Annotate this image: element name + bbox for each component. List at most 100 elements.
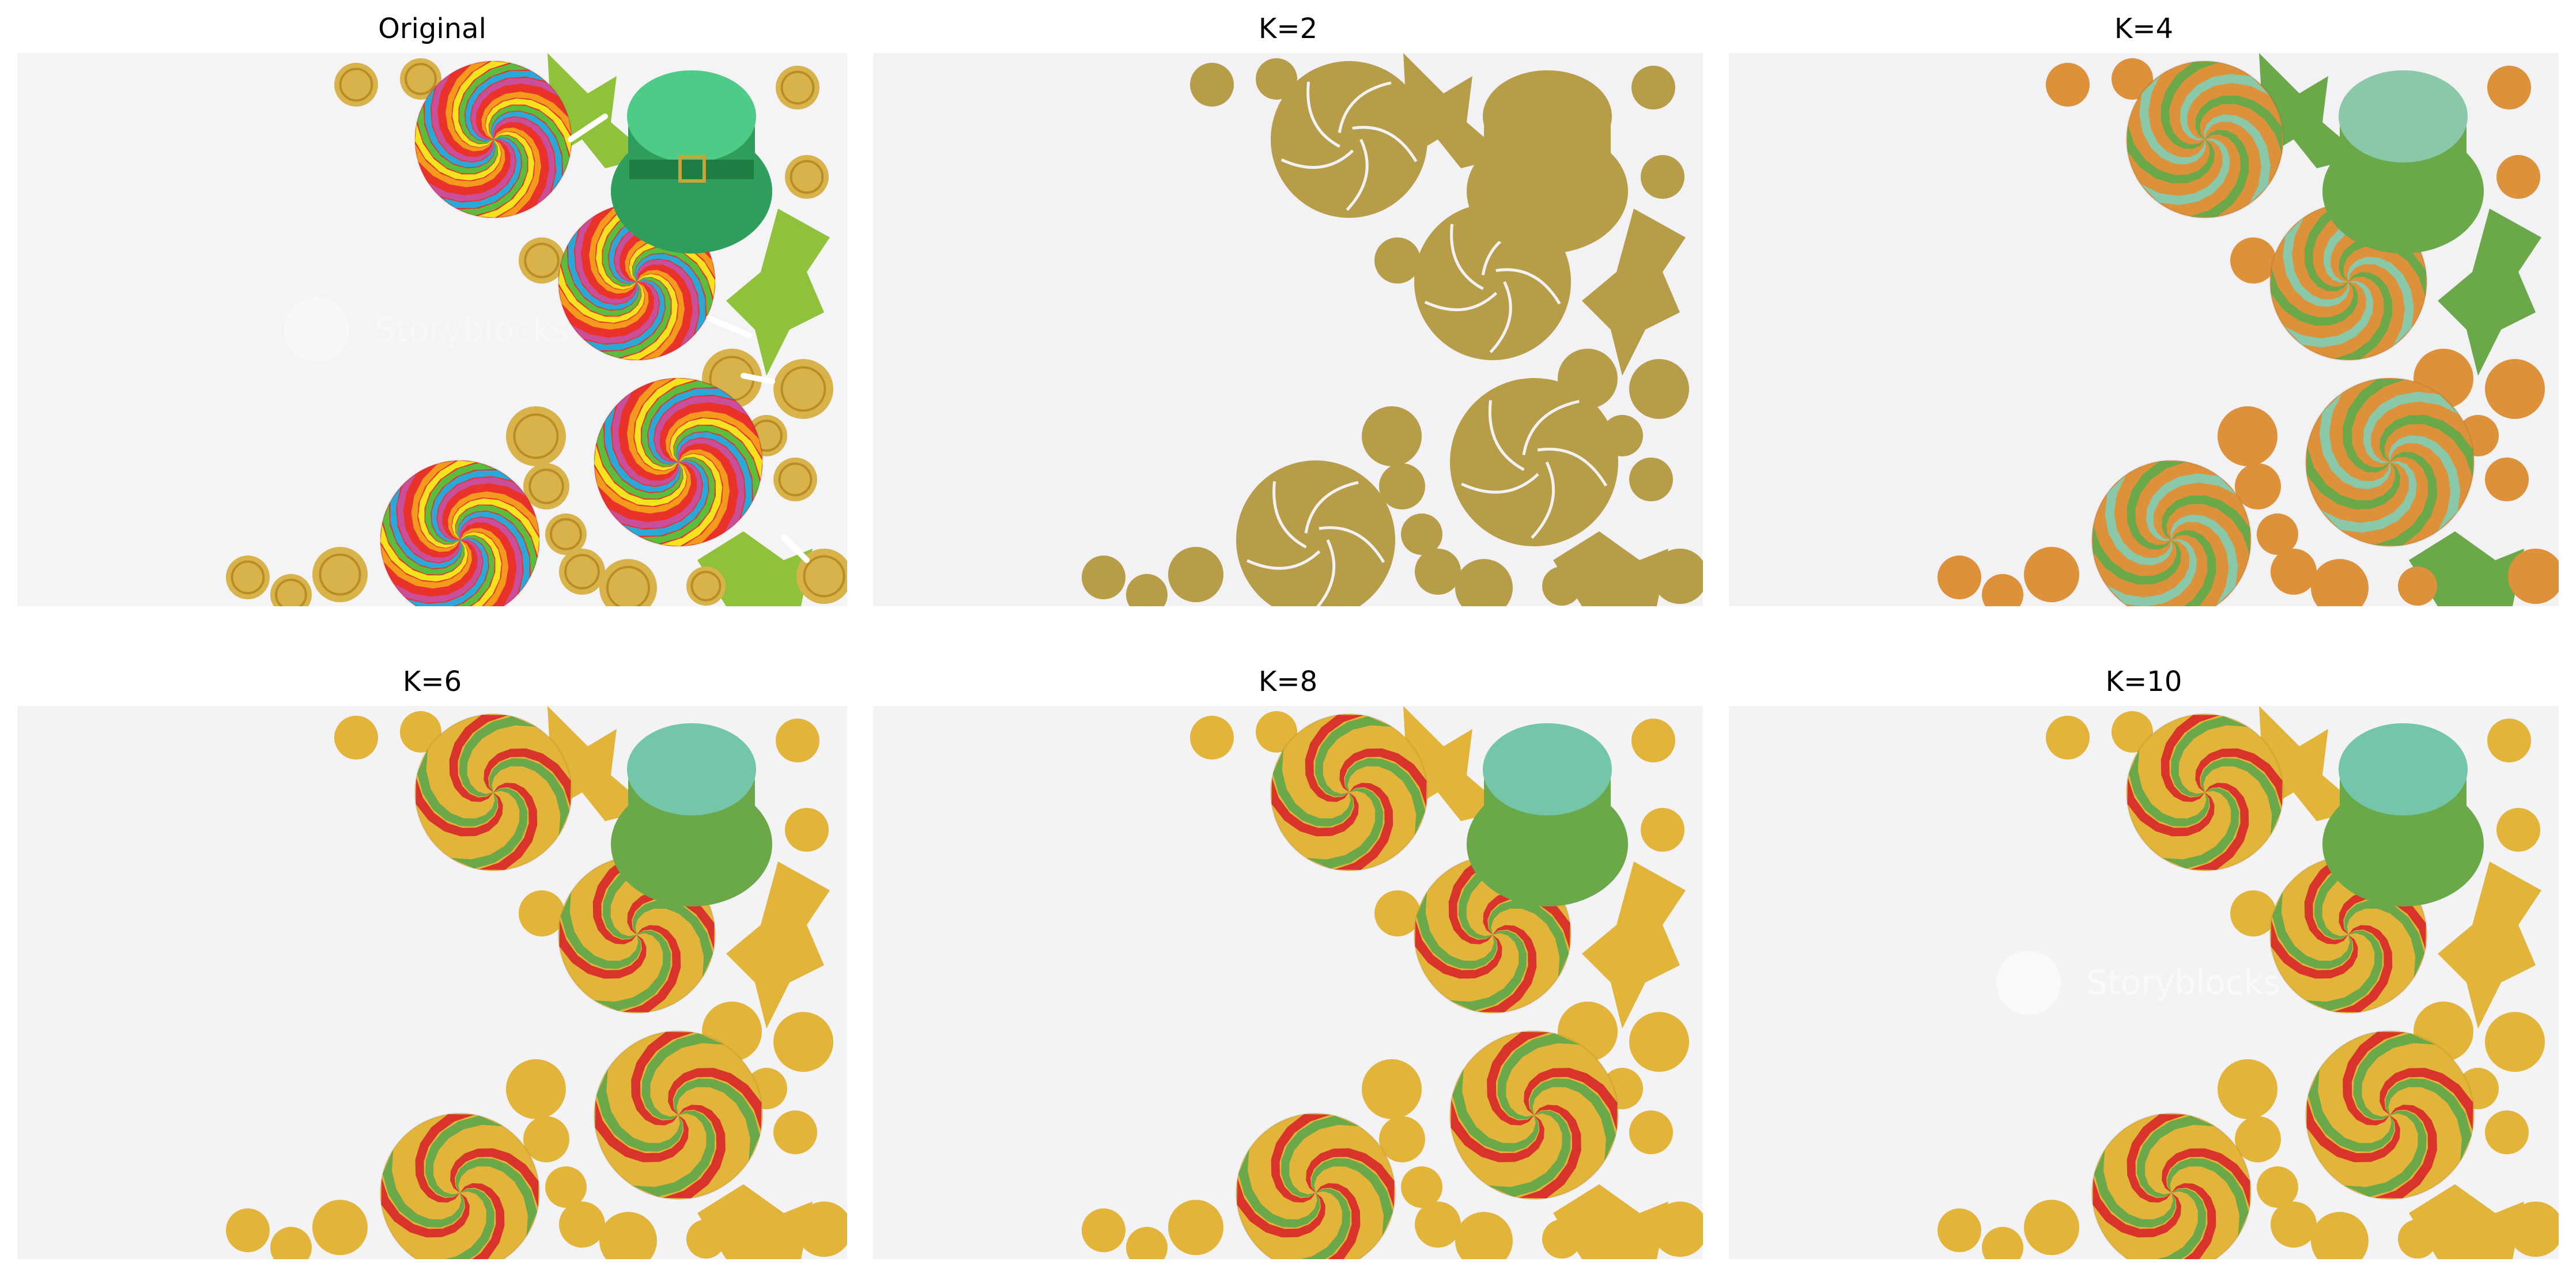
ribbon xyxy=(1582,209,1686,376)
hat xyxy=(2322,70,2484,254)
coin xyxy=(2271,1202,2317,1248)
lollipop xyxy=(2305,377,2475,547)
coin xyxy=(270,1227,312,1259)
coin xyxy=(523,463,569,509)
panel-original: Original Storyblocks xyxy=(17,0,847,606)
ribbon xyxy=(697,531,813,606)
hat xyxy=(1467,723,1628,906)
ribbon xyxy=(726,862,830,1029)
lollipop xyxy=(593,377,764,547)
coin xyxy=(785,808,829,852)
coin xyxy=(1168,1200,1223,1255)
coin xyxy=(773,1110,817,1154)
coin xyxy=(519,890,565,936)
coin xyxy=(1190,63,1234,107)
lollipop-stick xyxy=(706,315,752,338)
coin xyxy=(1256,711,1297,753)
coin xyxy=(1631,66,1675,109)
panel-k2: K=2 xyxy=(873,0,1703,606)
coin xyxy=(1455,1212,1513,1259)
coin xyxy=(1374,237,1421,284)
svg-text:Storyblocks: Storyblocks xyxy=(375,310,569,349)
coin xyxy=(1082,1208,1125,1252)
panel-title: Original xyxy=(378,13,486,45)
coin xyxy=(1937,1208,1981,1252)
coin xyxy=(599,1212,657,1259)
ribbon xyxy=(2438,862,2541,1029)
coin xyxy=(2487,66,2531,109)
coin xyxy=(2046,63,2090,107)
coin xyxy=(1401,513,1442,555)
panel-k10: K=10 Storyblocks xyxy=(1729,653,2559,1259)
lollipop xyxy=(593,1030,764,1200)
coin xyxy=(226,1208,270,1252)
lollipop xyxy=(414,60,573,219)
lollipop xyxy=(2125,713,2284,872)
coin xyxy=(1652,549,1703,604)
coin xyxy=(1455,559,1513,606)
lollipop-stick xyxy=(781,534,810,563)
coin xyxy=(2398,1219,2437,1259)
coin xyxy=(400,711,441,753)
ribbon xyxy=(1403,706,1507,821)
original-image: Storyblocks xyxy=(17,53,847,606)
ribbon xyxy=(1553,1184,1668,1259)
lollipop xyxy=(379,459,541,606)
coin xyxy=(2496,155,2540,199)
coin xyxy=(2112,58,2153,100)
coin xyxy=(2024,1200,2079,1255)
coin xyxy=(2230,237,2276,284)
coin xyxy=(506,406,566,466)
ribbon xyxy=(1582,862,1686,1029)
coin xyxy=(2112,711,2153,753)
panel-title: K=8 xyxy=(1258,666,1318,698)
ribbon xyxy=(2438,209,2541,376)
coin xyxy=(2496,808,2540,852)
coin xyxy=(1415,1202,1461,1248)
coin xyxy=(785,155,829,199)
coin xyxy=(2046,716,2090,760)
lollipop xyxy=(1235,1112,1396,1259)
coin xyxy=(559,549,605,595)
svg-text:Storyblocks: Storyblocks xyxy=(2086,963,2280,1002)
ribbon xyxy=(2409,1184,2524,1259)
coin xyxy=(2485,359,2545,419)
coin xyxy=(2485,1012,2545,1072)
coin xyxy=(2485,458,2529,501)
coin xyxy=(1982,1227,2023,1259)
coin xyxy=(2257,513,2298,555)
lollipop xyxy=(2305,1030,2475,1200)
coin xyxy=(776,66,819,109)
lollipop xyxy=(2091,459,2252,606)
coin xyxy=(1629,1012,1689,1072)
hat xyxy=(2322,723,2484,906)
lollipop-stick xyxy=(568,114,608,142)
coin xyxy=(1379,463,1425,509)
panel-k4: K=4 xyxy=(1729,0,2559,606)
coin xyxy=(545,1166,587,1208)
coin xyxy=(1652,1202,1703,1257)
coin xyxy=(1629,458,1673,501)
coin xyxy=(312,1200,368,1255)
coin xyxy=(2508,549,2559,604)
lollipop xyxy=(1271,61,1427,218)
coin xyxy=(2487,719,2531,762)
ribbon xyxy=(2259,706,2363,821)
ribbon xyxy=(1553,531,1668,606)
ribbon xyxy=(1403,53,1507,168)
coin xyxy=(523,1116,569,1162)
coin xyxy=(1082,556,1125,599)
coin xyxy=(1126,1227,1168,1259)
k10-image: Storyblocks xyxy=(1729,706,2559,1259)
lollipop-stick xyxy=(741,373,775,384)
coin xyxy=(519,237,565,284)
k2-image xyxy=(873,53,1703,606)
lollipop xyxy=(2269,855,2428,1014)
coin xyxy=(599,559,657,606)
coin xyxy=(1982,574,2023,606)
ribbon xyxy=(2259,53,2363,168)
coin xyxy=(776,719,819,762)
coin xyxy=(2024,547,2079,602)
coin xyxy=(1629,359,1689,419)
hat xyxy=(611,70,772,254)
